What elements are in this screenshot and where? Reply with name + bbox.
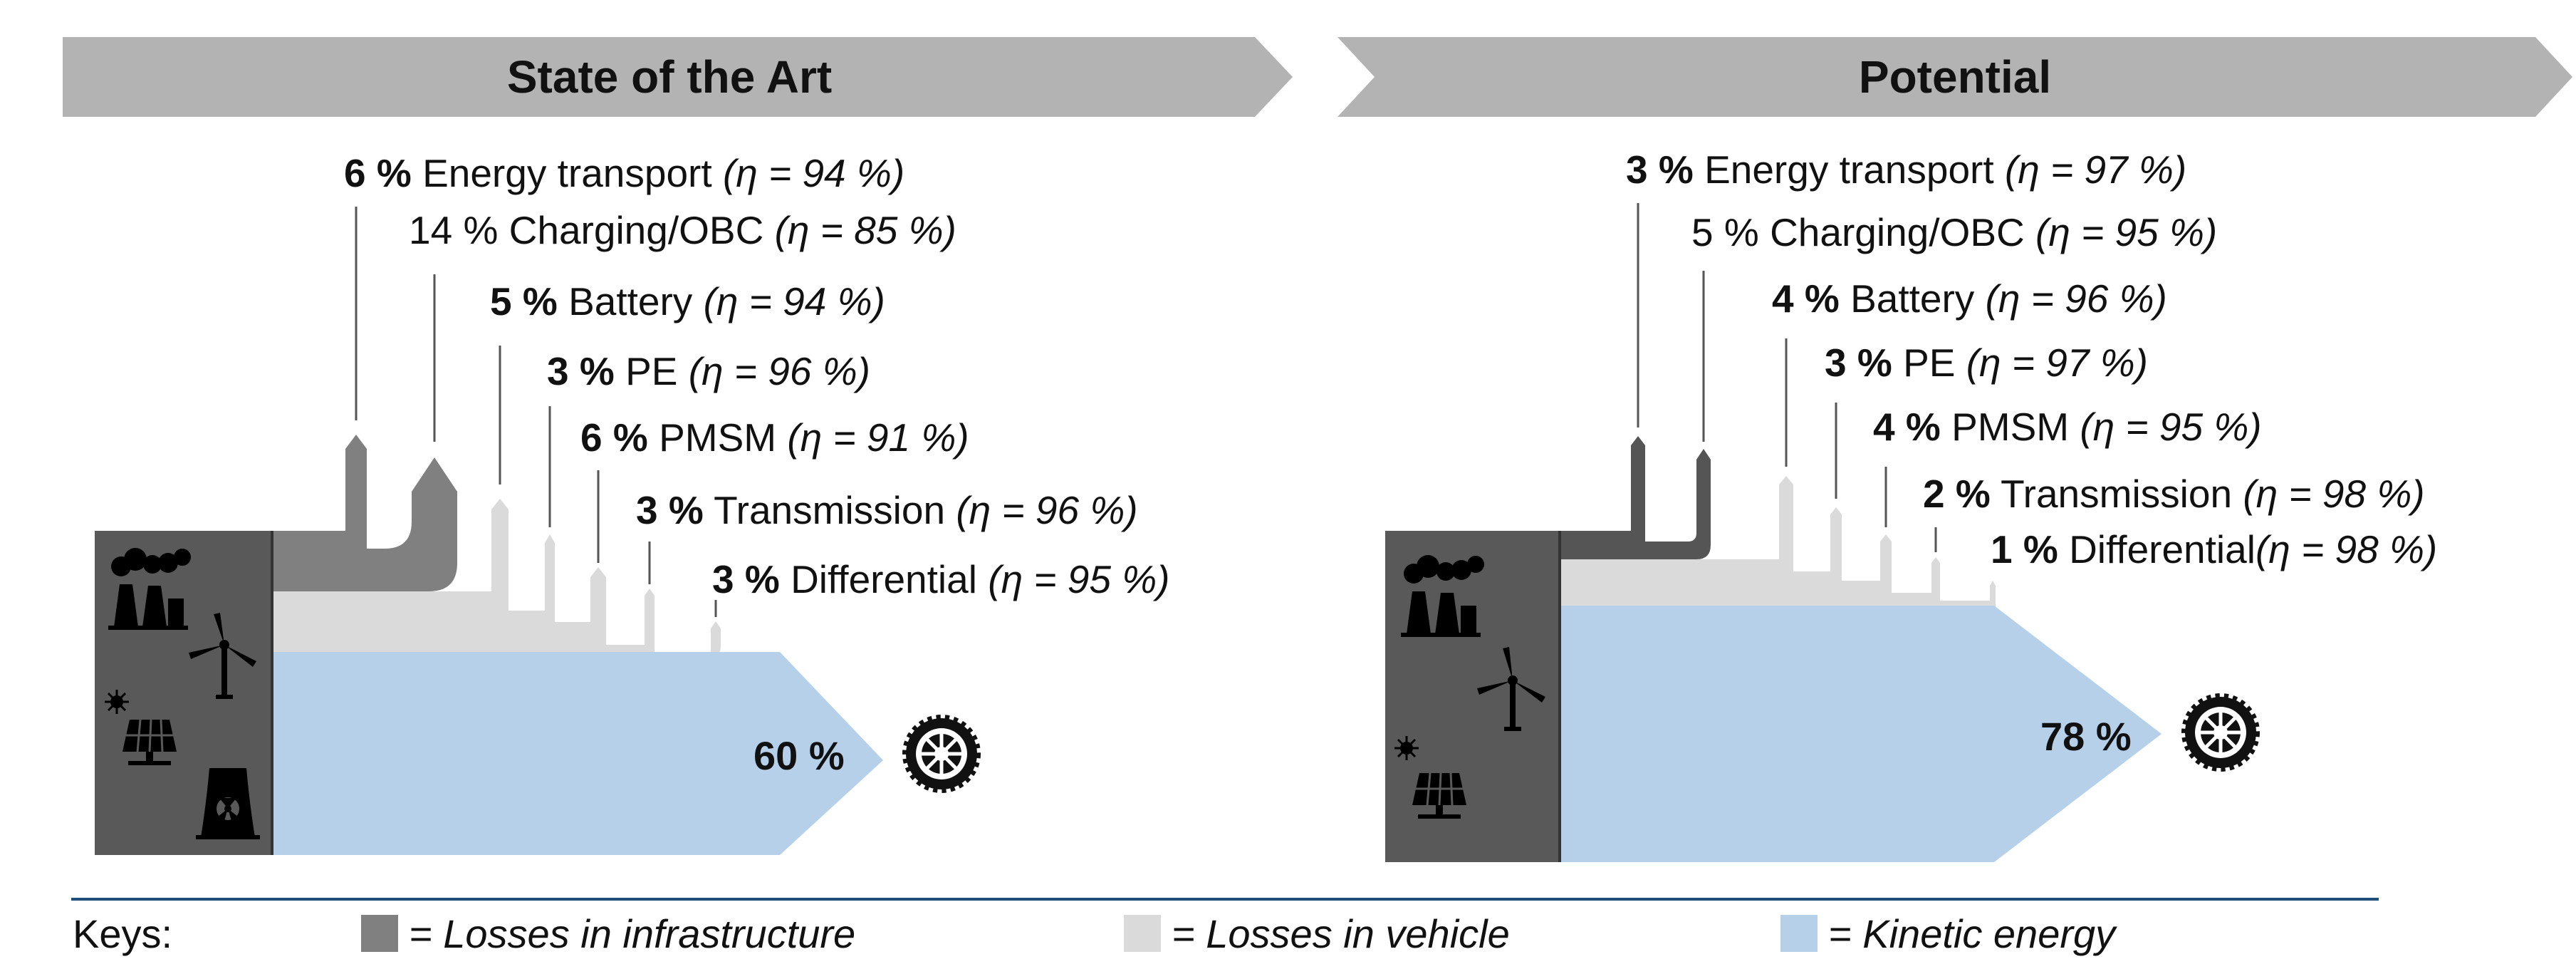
flow-charging-obc xyxy=(1560,449,1711,559)
flow-pe xyxy=(1560,507,1842,581)
loss-label-energy-transport: 3 % Energy transport (η = 97 %) xyxy=(1626,147,2186,192)
loss-label-transmission: 3 % Transmission (η = 96 %) xyxy=(636,488,1138,532)
loss-label-battery: 5 % Battery (η = 94 %) xyxy=(490,279,885,323)
panel-header-bar xyxy=(63,37,1293,117)
legend: Keys: = Losses in infrastructure = Losse… xyxy=(71,898,2379,956)
power-plant-icon xyxy=(108,548,191,630)
loss-label-transmission: 2 % Transmission (η = 98 %) xyxy=(1923,472,2425,516)
legend-label-kinetic: = Kinetic energy xyxy=(1828,911,2117,956)
energy-source-box xyxy=(1385,531,1560,862)
loss-label-pe: 3 % PE (η = 96 %) xyxy=(547,349,870,393)
flow-kinetic-energy xyxy=(272,652,883,855)
panel-potential: Potential xyxy=(1337,37,2572,862)
nuclear-plant-icon xyxy=(196,768,260,839)
panel-header-bar xyxy=(1337,37,2572,117)
flow-charging-obc xyxy=(272,457,457,591)
kinetic-energy-label: 78 % xyxy=(2040,714,2132,759)
power-plant-icon xyxy=(1401,555,1484,637)
flow-transmission xyxy=(272,589,655,656)
flow-pe xyxy=(272,534,555,622)
legend-label-vehicle: = Losses in vehicle xyxy=(1172,911,1510,956)
loss-label-energy-transport: 6 % Energy transport (η = 94 %) xyxy=(344,151,904,195)
panel-state-of-the-art: State of the Art xyxy=(63,37,1293,855)
sankey-flows xyxy=(272,435,883,855)
leader-lines xyxy=(355,207,717,617)
flow-differential xyxy=(1560,581,1996,607)
panel-title: State of the Art xyxy=(507,51,832,103)
legend-title: Keys: xyxy=(73,911,172,956)
loss-label-battery: 4 % Battery (η = 96 %) xyxy=(1772,276,2167,321)
flow-energy-transport xyxy=(272,435,367,549)
legend-label-infrastructure: = Losses in infrastructure xyxy=(409,911,855,956)
flow-energy-transport xyxy=(1560,436,1645,542)
sun-icon xyxy=(1394,736,1419,760)
kinetic-energy-label: 60 % xyxy=(753,733,845,778)
loss-label-pe: 3 % PE (η = 97 %) xyxy=(1825,341,2148,385)
wheel-icon xyxy=(2181,693,2260,772)
wind-turbine-icon xyxy=(1477,647,1545,731)
leader-lines xyxy=(1637,203,1937,552)
loss-label-charging-obc: 5 % Charging/OBC (η = 95 %) xyxy=(1691,210,2217,254)
loss-label-pmsm: 6 % PMSM (η = 91 %) xyxy=(580,415,969,460)
flow-transmission xyxy=(1560,557,1940,601)
flow-kinetic-energy xyxy=(1560,606,2162,862)
loss-label-pmsm: 4 % PMSM (η = 95 %) xyxy=(1873,405,2262,449)
flow-battery xyxy=(1560,476,1793,571)
loss-label-differential: 1 % Differential(η = 98 %) xyxy=(1991,527,2437,571)
flow-pmsm xyxy=(1560,534,1892,593)
legend-swatch-kinetic xyxy=(1780,915,1818,952)
flow-battery xyxy=(272,499,509,611)
legend-swatch-infrastructure xyxy=(361,915,398,952)
legend-swatch-vehicle xyxy=(1124,915,1161,952)
sun-icon xyxy=(105,690,129,714)
wind-turbine-icon xyxy=(189,613,256,699)
panel-title: Potential xyxy=(1859,51,2051,103)
flow-pmsm xyxy=(272,567,606,645)
sankey-flows xyxy=(1560,436,2162,862)
solar-panel-icon xyxy=(1412,772,1466,819)
loss-label-differential: 3 % Differential (η = 95 %) xyxy=(712,557,1169,601)
solar-panel-icon xyxy=(122,719,177,765)
wheel-icon xyxy=(902,715,981,793)
loss-label-charging-obc: 14 % Charging/OBC (η = 85 %) xyxy=(409,208,956,252)
